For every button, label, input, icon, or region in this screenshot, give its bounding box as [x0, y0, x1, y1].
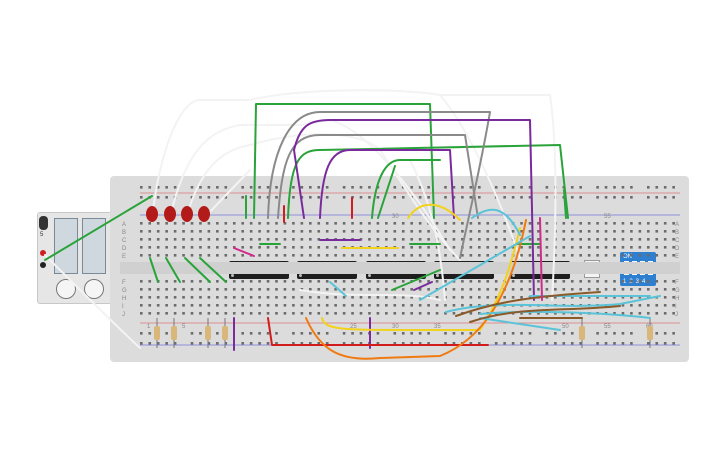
ps-knob-2[interactable]: [84, 279, 104, 299]
ps-voltage-label: 5: [40, 232, 44, 238]
power-supply-module[interactable]: 5: [37, 212, 112, 304]
ps-terminal-red[interactable]: [40, 250, 46, 256]
dip-switch-1[interactable]: [624, 261, 629, 275]
dip-switch[interactable]: ON 1234: [620, 252, 656, 286]
dip-switch-2[interactable]: [632, 261, 637, 275]
ps-terminal-black[interactable]: [40, 262, 46, 268]
battery-slot-1: [54, 218, 78, 274]
ps-knob-1[interactable]: [56, 279, 76, 299]
dip-switch-3[interactable]: [640, 261, 645, 275]
dip-switch-4[interactable]: [648, 261, 653, 275]
push-button[interactable]: [584, 260, 600, 278]
chip-74hc08-2[interactable]: 74HC08: [366, 261, 426, 279]
dip-on-label: ON: [623, 254, 632, 260]
chip-74hc73-2[interactable]: 74HC73: [510, 261, 570, 279]
battery-slot-2: [82, 218, 106, 274]
chip-74hc32[interactable]: 74HC32: [297, 261, 357, 279]
dip-numbers: 1234: [623, 279, 649, 285]
power-jack-icon: [39, 216, 48, 230]
chip-74hc08-1[interactable]: 74HC08: [229, 261, 289, 279]
chip-74hc73-1[interactable]: 74HC73: [434, 261, 494, 279]
